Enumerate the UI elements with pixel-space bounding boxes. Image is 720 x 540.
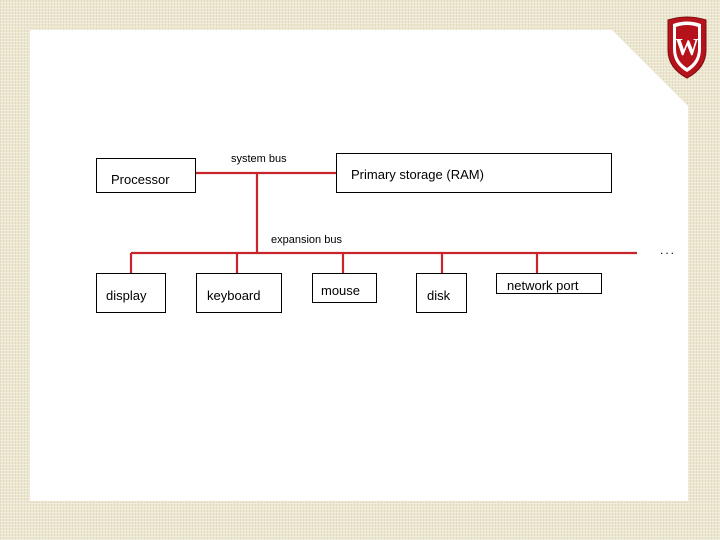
processor-box: Processor (96, 158, 196, 193)
keyboard-box: keyboard (196, 273, 282, 313)
display-box: display (96, 273, 166, 313)
bus-lines (129, 171, 637, 273)
disk-label: disk (427, 288, 451, 303)
disk-box: disk (416, 273, 467, 313)
content-panel (30, 30, 688, 501)
expansion-bus-ellipsis: ... (660, 243, 677, 257)
mouse-box: mouse (312, 273, 377, 303)
system-bus-label: system bus (231, 153, 287, 165)
keyboard-label: keyboard (207, 288, 261, 303)
display-label: display (106, 288, 147, 303)
ram-box: Primary storage (RAM) (336, 153, 612, 193)
network-port-label: network port (507, 278, 579, 293)
crest-letter: W (675, 35, 699, 61)
university-crest-logo: W (667, 16, 707, 79)
mouse-label: mouse (321, 283, 361, 298)
expansion-bus-label: expansion bus (271, 234, 342, 246)
ram-label: Primary storage (RAM) (351, 167, 484, 182)
network-port-box: network port (496, 273, 602, 294)
processor-label: Processor (111, 172, 170, 187)
